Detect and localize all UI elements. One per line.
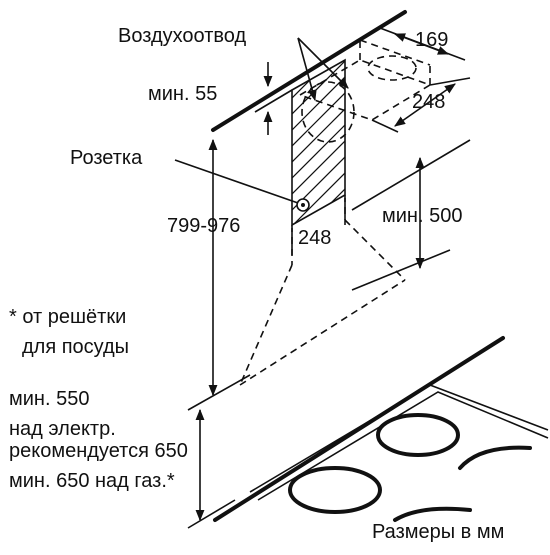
dim-248-top (371, 77, 471, 133)
air-outlet-leader-1 (297, 37, 317, 102)
dim-min55-label: мин. 55 (148, 83, 217, 105)
requirement-line-2: над электр. (9, 418, 116, 440)
dim-169-label: 169 (415, 29, 448, 51)
hob-illustration (213, 336, 549, 522)
units-label: Размеры в мм (372, 521, 504, 543)
chimney-top-outline (299, 39, 432, 143)
socket-leader (174, 159, 299, 204)
dim-248-top-label: 248 (412, 91, 445, 113)
worktop-front-edge (187, 499, 236, 529)
dim-169 (379, 27, 466, 61)
dim-min500 (351, 139, 471, 291)
requirement-line-4: мин. 650 над газ.* (9, 470, 175, 492)
note-line-2: для посуды (22, 336, 129, 358)
hood-bottom-level (187, 374, 251, 411)
dim-248-mid (291, 198, 346, 255)
hood-outline (239, 195, 406, 386)
socket-label: Розетка (70, 147, 143, 169)
dim-min55 (254, 62, 293, 135)
socket-icon (296, 198, 310, 212)
requirement-line-3: рекомендуется 650 (9, 440, 188, 462)
requirement-line-1: мин. 550 (9, 388, 89, 410)
air-outlet-leader-2 (297, 37, 349, 89)
dim-799-976-label: 799-976 (167, 215, 240, 237)
dim-min500-label: мин. 500 (382, 205, 462, 227)
air-outlet-label: Воздухоотвод (118, 25, 246, 47)
dim-248-mid-label: 248 (298, 227, 331, 249)
note-line-1: * от решётки (9, 306, 126, 328)
ceiling-line (211, 10, 407, 132)
